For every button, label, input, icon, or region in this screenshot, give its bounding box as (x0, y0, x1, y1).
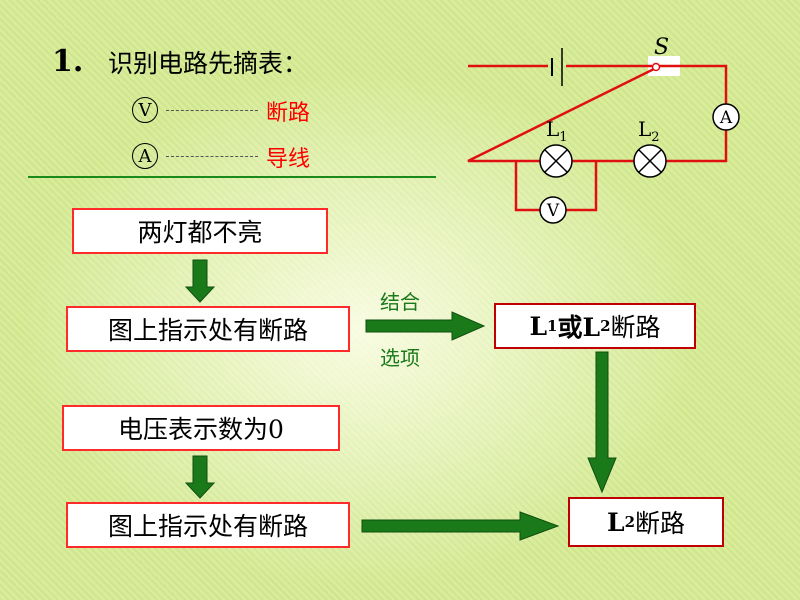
legend-voltmeter-meaning: 断路 (266, 101, 311, 126)
arrow-down-2 (184, 455, 216, 499)
heading-text: 识别电路先摘表： (108, 49, 309, 78)
arrow-down-1 (184, 259, 216, 303)
main-wire-loop (467, 64, 728, 163)
arrow-down-long (587, 351, 617, 494)
legend-ammeter-meaning: 导线 (266, 147, 311, 172)
switch-terminal (651, 62, 661, 72)
step-break-indicated-1: 图上指示处有断路 (66, 306, 350, 352)
voltmeter-label: V (546, 201, 560, 221)
legend-dash-voltmeter (166, 110, 258, 111)
ammeter-symbol (712, 103, 740, 131)
heading-number: 1. (52, 44, 84, 79)
divider-line (28, 176, 436, 178)
ammeter-label: A (719, 108, 733, 128)
ammeter-icon: A (132, 143, 158, 169)
lamp1-label: L1 (546, 117, 568, 145)
voltmeter-icon: V (132, 97, 158, 123)
arrow-right-2 (361, 511, 560, 541)
voltmeter-symbol (539, 196, 567, 224)
lamp2-label: L2 (638, 117, 660, 145)
switch-label: S (654, 35, 669, 60)
combine-label-bottom: 选项 (380, 346, 420, 370)
legend-dash-ammeter (166, 156, 258, 157)
step-break-indicated-2: 图上指示处有断路 (66, 502, 350, 548)
arrow-right-1 (365, 311, 486, 341)
step-voltmeter-zero: 电压表示数为0 (62, 405, 340, 451)
combine-label-top: 结合 (380, 290, 420, 314)
circuit-diagram: S A V L1 L2 (467, 35, 740, 224)
step-both-lamps-off: 两灯都不亮 (72, 208, 328, 254)
